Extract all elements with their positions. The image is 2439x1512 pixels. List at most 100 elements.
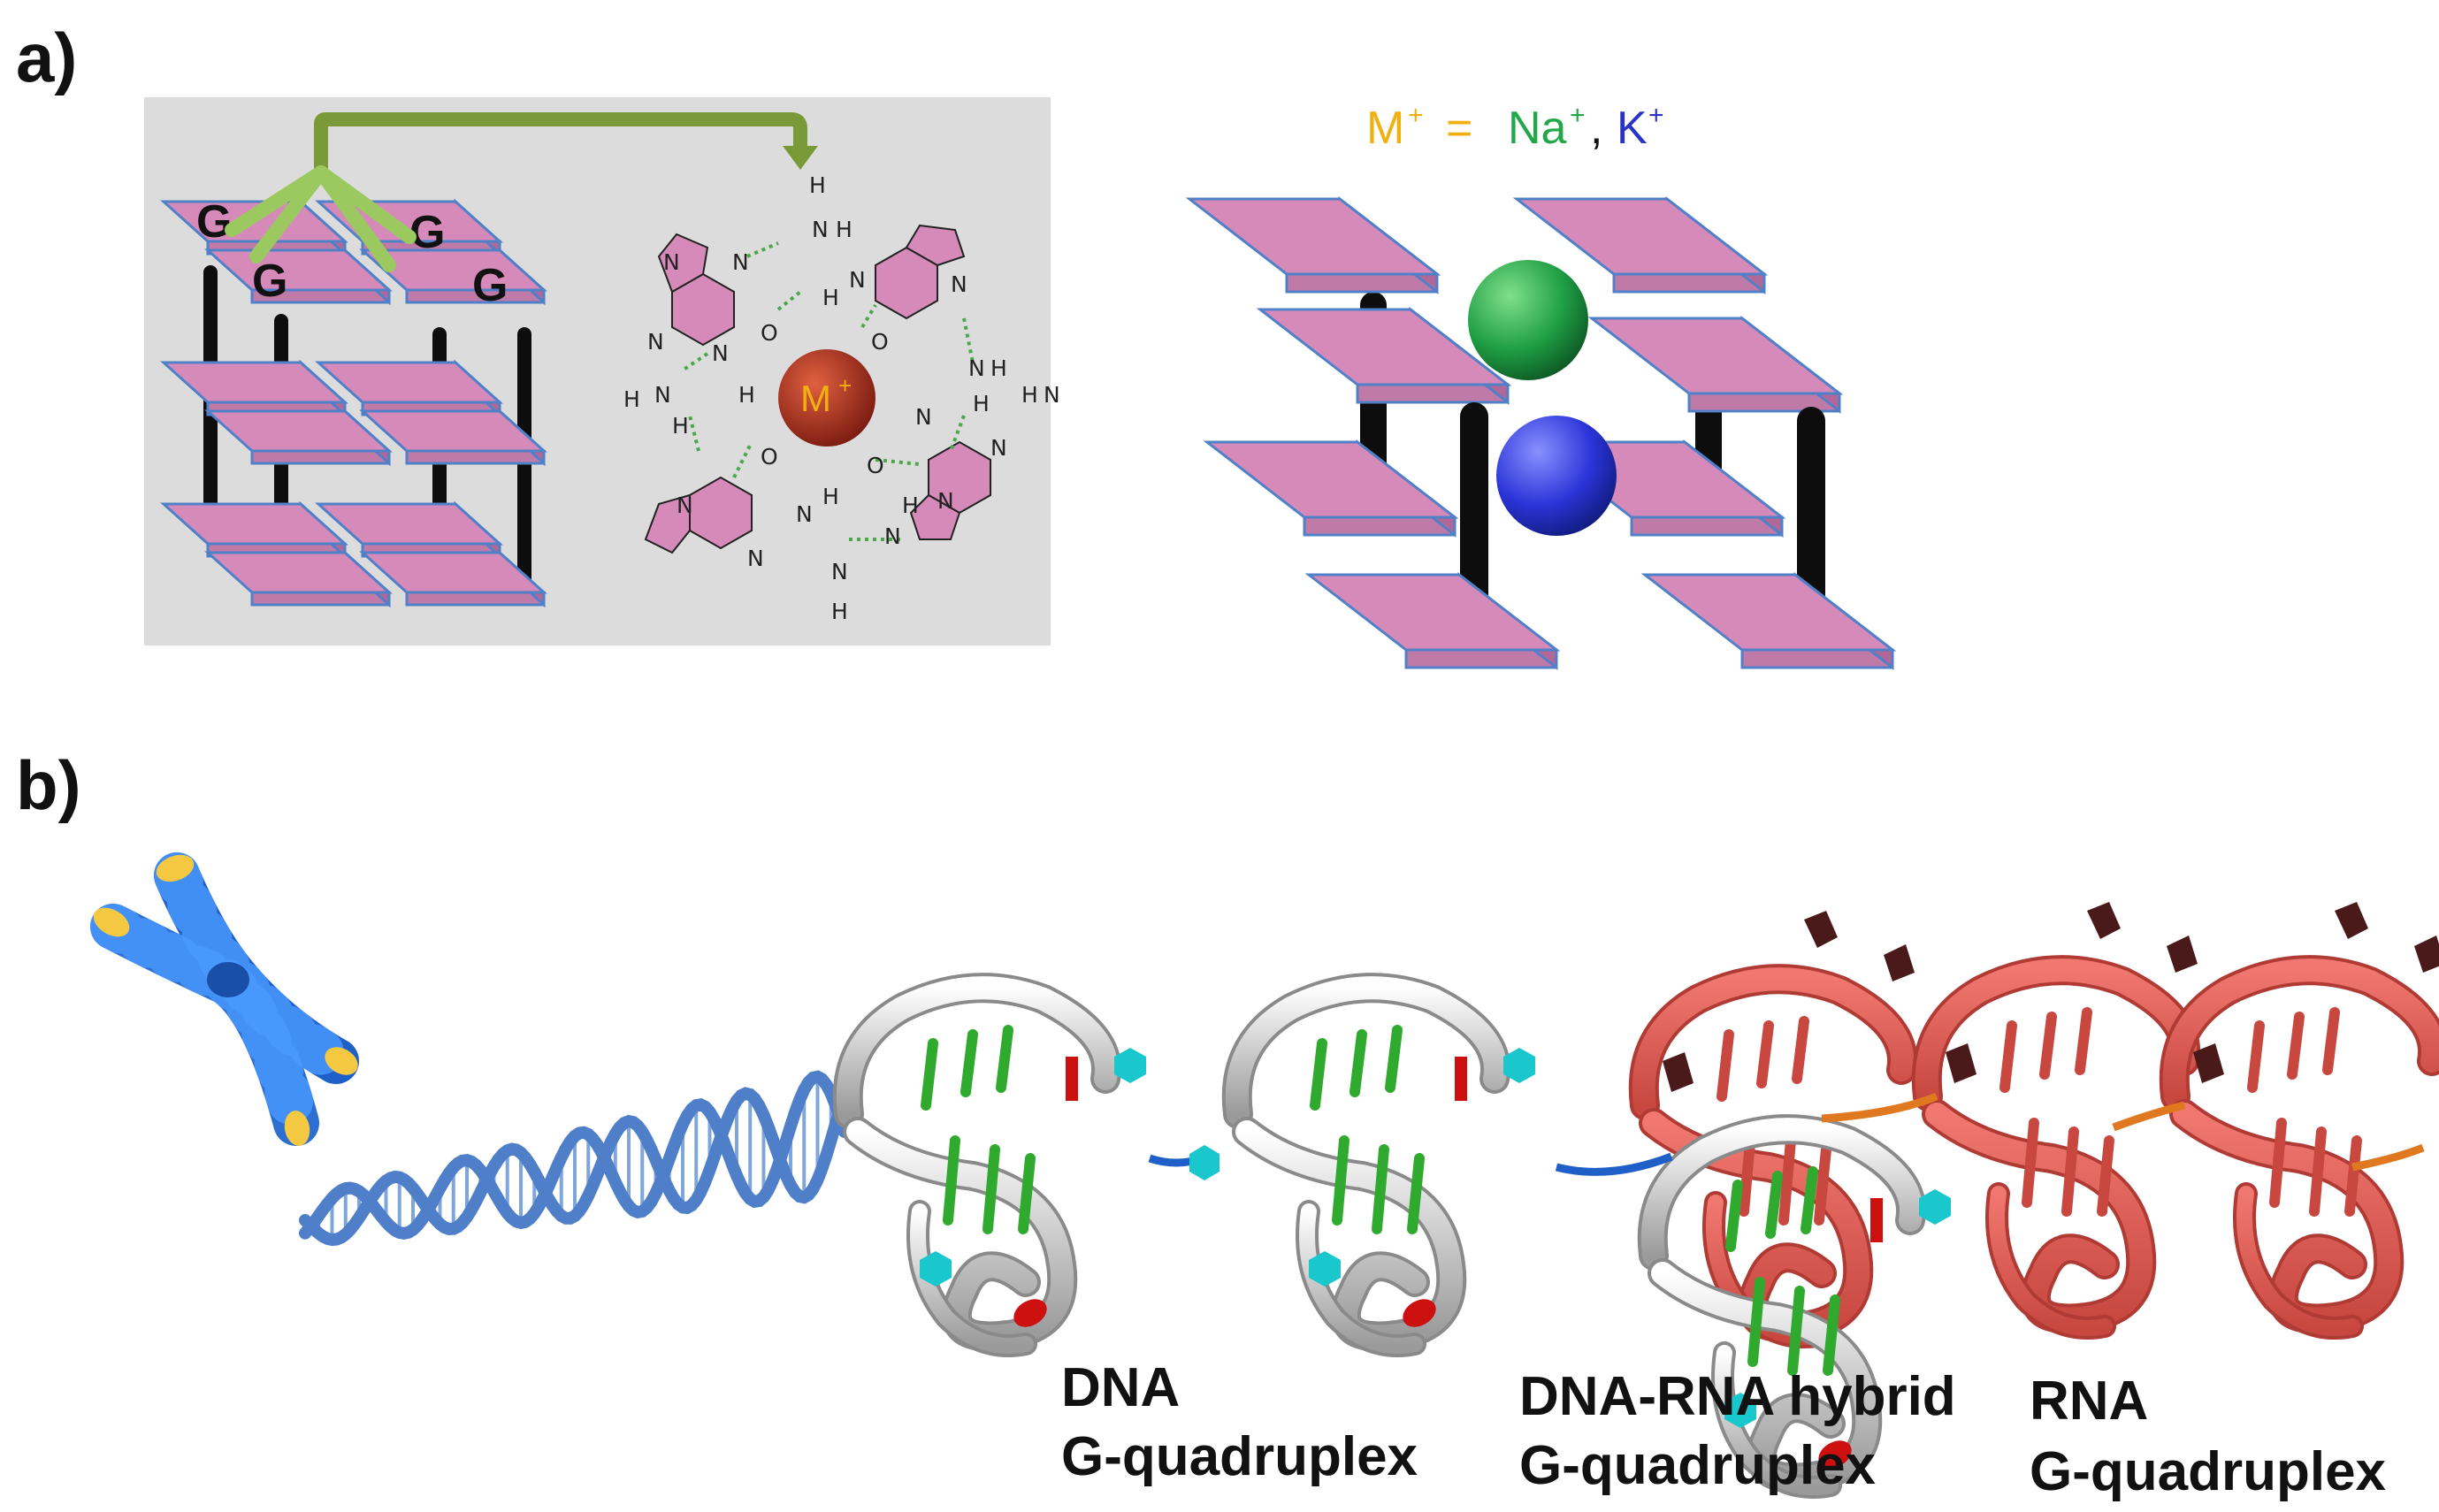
metal-ion-sphere xyxy=(778,349,875,447)
rna-g-quadruplex-1 xyxy=(1911,902,2201,1340)
telomere-4 xyxy=(284,1111,310,1146)
nucleobase xyxy=(1919,1189,1951,1225)
atom-label: H xyxy=(623,386,640,412)
nucleobase xyxy=(1804,911,1838,948)
hybrid-dna-part xyxy=(1637,1114,1951,1499)
linker-nucleotide xyxy=(1189,1145,1220,1180)
tetrad-plate xyxy=(1587,315,1844,415)
nucleobase xyxy=(1756,1020,1774,1088)
telomere-2 xyxy=(93,907,130,937)
nucleobase xyxy=(2075,1007,2092,1075)
dna-g-quadruplex-1 xyxy=(832,973,1146,1357)
atom-label: N xyxy=(937,488,954,514)
eq-comma: , xyxy=(1590,103,1602,154)
guanine-ring xyxy=(644,493,691,554)
nucleobase xyxy=(2022,1118,2039,1208)
nucleobase xyxy=(1403,1299,1436,1327)
atom-label: N xyxy=(647,329,664,355)
guanine-ring xyxy=(905,224,966,267)
tetrad-plate xyxy=(1512,195,1769,295)
tetrad-plate xyxy=(359,247,547,306)
caption-dna-line1: DNA xyxy=(1061,1357,1180,1418)
ribbon xyxy=(2236,1186,2360,1336)
nucleobase xyxy=(982,1144,1000,1234)
nucleobase xyxy=(2087,902,2121,939)
atom-label: N xyxy=(663,249,680,275)
pillar xyxy=(1460,402,1488,619)
sodium-ion xyxy=(1468,260,1588,380)
tetrad-plate xyxy=(1256,306,1512,406)
atom-label: H xyxy=(822,285,839,310)
tetrad-plate xyxy=(1304,571,1561,671)
atom-label: N xyxy=(915,404,932,430)
nucleobase xyxy=(920,1251,952,1287)
nucleobase xyxy=(1823,1294,1840,1376)
dna-double-helix xyxy=(299,1070,851,1247)
dna-strand xyxy=(299,1087,851,1247)
nucleobase xyxy=(1013,1299,1047,1327)
nucleobase xyxy=(1309,1251,1341,1287)
nucleobase xyxy=(1066,1057,1078,1101)
atom-label: N xyxy=(677,493,693,518)
panel-label-a: a) xyxy=(16,19,77,96)
atom-label: N xyxy=(712,340,729,366)
g-label-3: G xyxy=(252,256,287,307)
nucleobase xyxy=(2039,1012,2057,1080)
eq-K: K xyxy=(1617,103,1648,154)
nucleobase xyxy=(1946,1043,1976,1083)
nucleobase xyxy=(1884,944,1915,981)
atom-label: H xyxy=(836,217,853,242)
panel-label-b: b) xyxy=(16,746,81,824)
atom-label: H xyxy=(1021,382,1038,408)
nucleobase xyxy=(2061,1126,2079,1217)
ribbon xyxy=(1915,958,2198,1108)
linker-dna xyxy=(1555,1152,1673,1176)
nucleobase xyxy=(1716,1029,1734,1102)
hydrogen-bond xyxy=(949,415,966,452)
eq-Na: Na xyxy=(1508,103,1567,154)
atom-label: H xyxy=(809,172,826,198)
nucleobase xyxy=(2247,1020,2265,1093)
tetrad-plate xyxy=(359,549,547,608)
hydrogen-bond xyxy=(732,441,753,478)
eq-sign: = xyxy=(1446,103,1472,154)
nucleobase xyxy=(1725,1180,1743,1252)
atom-label: O xyxy=(871,329,889,355)
atom-label: H xyxy=(990,355,1007,381)
atom-label: N xyxy=(968,355,985,381)
tetrad-plate xyxy=(359,408,547,467)
ribbon xyxy=(1225,976,1508,1126)
nucleobase xyxy=(1663,1052,1694,1092)
ribbon xyxy=(1299,1203,1423,1354)
ribbon xyxy=(1632,967,1915,1117)
nucleobase xyxy=(2322,1007,2340,1075)
potassium-ion xyxy=(1496,416,1617,536)
quadruplex-structures xyxy=(832,902,2439,1499)
nucleobase xyxy=(2335,902,2368,939)
g-label-1: G xyxy=(196,196,232,248)
hydrogen-bond xyxy=(746,241,779,258)
nucleobase xyxy=(1407,1153,1425,1234)
ribbon xyxy=(910,1203,1034,1354)
atom-label: N xyxy=(831,559,848,584)
nucleobase xyxy=(1801,1166,1818,1234)
nucleobase xyxy=(1724,1393,1756,1428)
atom-label: O xyxy=(761,320,778,346)
caption-hybrid-line1: DNA-RNA hybrid xyxy=(1519,1366,1956,1427)
tetrad-plate xyxy=(204,549,393,608)
chromosome xyxy=(90,852,359,1146)
linker-rna xyxy=(2112,1101,2186,1132)
g-label-2: G xyxy=(409,207,445,258)
caption-rna-line1: RNA xyxy=(2030,1371,2148,1432)
atom-label: N xyxy=(812,217,829,242)
atom-label: O xyxy=(867,453,884,478)
nucleobase xyxy=(2167,935,2198,973)
nucleobase xyxy=(1778,1135,1796,1226)
metal-ion-label: M xyxy=(800,378,831,419)
nucleobase xyxy=(1818,1440,1852,1469)
g-quadruplex-stack-ions xyxy=(1185,195,1897,671)
atom-label: N xyxy=(747,546,764,571)
nucleobase xyxy=(996,1025,1013,1093)
guanine-ring xyxy=(657,233,709,294)
